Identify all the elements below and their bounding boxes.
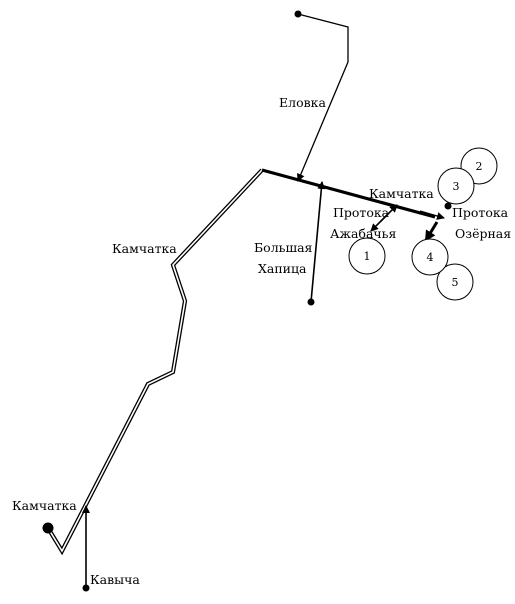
protoka-ajabachya-arrow-down (370, 213, 389, 232)
label-kavycha: Кавыча (90, 572, 140, 587)
station-4-number: 4 (427, 251, 434, 264)
label-kamchatka-lower: Камчатка (12, 498, 77, 513)
kamchatka-mouth-node (42, 522, 54, 534)
station-3: 3 (437, 167, 475, 205)
label-protoka-ozernaya-1: Протока (452, 205, 509, 220)
station-5: 5 (436, 263, 474, 301)
station-1-number: 1 (364, 250, 371, 263)
label-protoka-ajabachya-2: Ажабачья (330, 226, 396, 241)
elovka-tributary (297, 13, 349, 182)
label-elovka: Еловка (279, 95, 326, 110)
bolshaya-kapica-tributary (310, 181, 326, 303)
label-kamchatka-upper: Камчатка (369, 186, 434, 201)
station-2-number: 2 (476, 160, 483, 173)
station-3-number: 3 (453, 180, 460, 193)
ozernaya-junction-node (444, 202, 452, 210)
label-kapica: Хапица (258, 261, 307, 276)
protoka-ozernaya-arrow (424, 221, 439, 242)
station-1: 1 (348, 237, 386, 275)
label-protoka-ozernaya-2: Озёрная (455, 226, 511, 241)
kamchatka-upper-reach (261, 168, 436, 219)
label-kamchatka-mid: Камчатка (112, 241, 177, 256)
kamchatka-main-channel (46, 168, 264, 556)
label-bolshaya: Большая (254, 240, 313, 255)
station-5-number: 5 (452, 276, 459, 289)
label-protoka-ajabachya-1: Протока (333, 205, 390, 220)
kamchatka-to-ozernaya-arrow (419, 210, 445, 220)
station-4: 4 (411, 238, 449, 276)
